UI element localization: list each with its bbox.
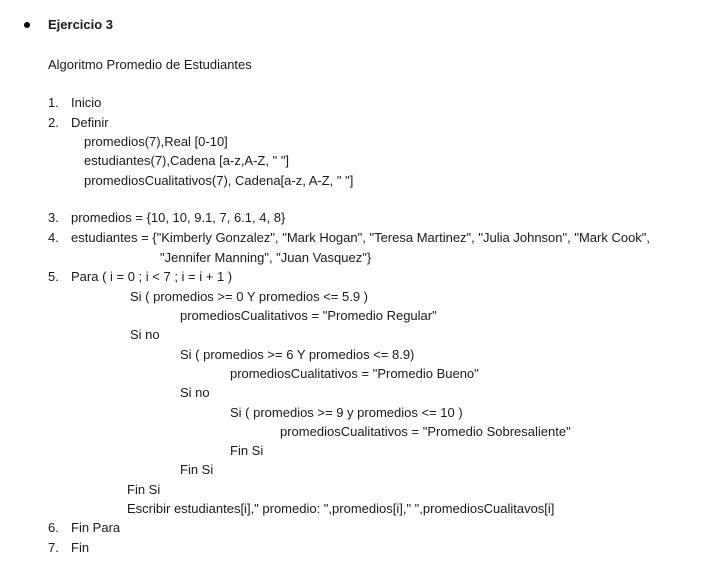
code-line: Si ( promedios >= 6 Y promedios <= 8.9) (180, 347, 415, 362)
step-number: 1. (48, 95, 59, 110)
code-line: Si ( promedios >= 9 y promedios <= 10 ) (230, 405, 463, 420)
code-line: promediosCualitativos = "Promedio Sobres… (280, 424, 571, 439)
code-line: Fin Si (180, 462, 214, 477)
step-number: 4. (48, 230, 59, 245)
definition-line: promedios(7),Real [0-10] (84, 134, 228, 149)
exercise-title: Ejercicio 3 (48, 17, 114, 32)
step-number: 6. (48, 520, 59, 535)
step-text: Fin Para (71, 520, 121, 535)
step-text: promedios = {10, 10, 9.1, 7, 6.1, 4, 8} (71, 210, 286, 225)
code-line: Si ( promedios >= 0 Y promedios <= 5.9 ) (130, 289, 368, 304)
definition-line: estudiantes(7),Cadena [a-z,A-Z, " "] (84, 153, 290, 168)
bullet-icon (24, 22, 30, 28)
step-number: 2. (48, 115, 59, 130)
step-text: Inicio (71, 95, 102, 110)
step-number: 5. (48, 269, 59, 284)
code-line: promediosCualitativos = "Promedio Bueno" (230, 366, 479, 381)
step-text-continuation: "Jennifer Manning", "Juan Vasquez"} (160, 250, 372, 265)
code-line: Fin Si (127, 482, 161, 497)
step-number: 7. (48, 540, 59, 555)
code-line: Escribir estudiantes[i]," promedio: ",pr… (127, 501, 555, 516)
code-line: promediosCualitativos = "Promedio Regula… (180, 308, 437, 323)
code-line: Si no (180, 385, 210, 400)
step-text: Fin (71, 540, 90, 555)
step-number: 3. (48, 210, 59, 225)
code-line: Fin Si (230, 443, 264, 458)
step-text: Para ( i = 0 ; i < 7 ; i = i + 1 ) (71, 269, 233, 284)
definition-line: promediosCualitativos(7), Cadena[a-z, A-… (84, 173, 354, 188)
step-text: Definir (71, 115, 109, 130)
algorithm-title: Algoritmo Promedio de Estudiantes (48, 57, 252, 72)
code-line: Si no (130, 327, 160, 342)
step-text: estudiantes = {"Kimberly Gonzalez", "Mar… (71, 230, 651, 245)
